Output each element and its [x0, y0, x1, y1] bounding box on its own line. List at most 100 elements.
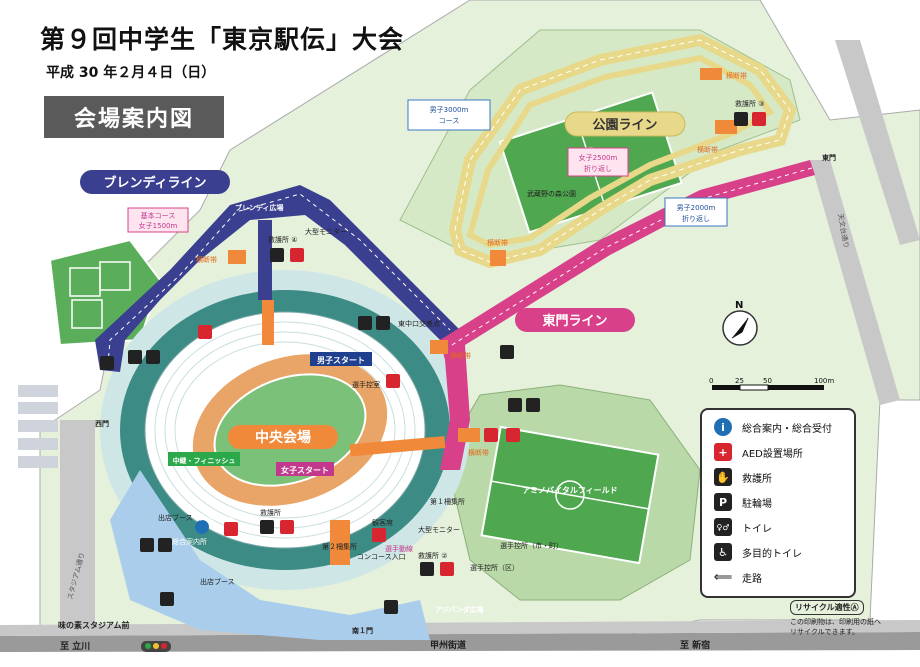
park-line-pill [564, 111, 686, 137]
ajinomoto-mae-label: 味の素スタジアム前 [58, 620, 129, 630]
first-aid-4-label: 救護所 ④ [268, 235, 298, 244]
boys-3000-label: 男子3000m [430, 106, 469, 114]
south-plaza [110, 470, 430, 640]
legend-row-route: ⟸ 走路 [714, 568, 762, 586]
west-gate-label: 西門 [95, 419, 109, 428]
basic-course-label: 基本コース [141, 211, 176, 220]
crossing-label-4: 横断帯 [487, 238, 508, 247]
team-area-2-label: 選手控所（区） [470, 563, 519, 572]
crossing-marks [228, 68, 737, 442]
sub-gate-1-label: 第１柵集所 [430, 497, 465, 506]
sub-gate-2-label: 第２柵集所 [322, 542, 357, 551]
accessible-toilet-icon: ♿ [714, 543, 732, 561]
to-shinjuku-label: 至 新宿 [680, 639, 710, 651]
legend-row-info: i 総合案内・総合受付 [714, 418, 832, 436]
koshu-road [0, 632, 920, 652]
koshu-kaido-label: 甲州街道 [430, 639, 466, 651]
venue-map-badge: 会場案内図 [44, 96, 224, 138]
boys-2000-label: 男子2000m [677, 204, 716, 212]
crossing-label-1: 横断帯 [196, 255, 217, 264]
central-venue-label: 中央会場 [255, 429, 311, 446]
relay-finish-label: 中継・フィニッシュ [173, 456, 236, 465]
recycle-mark: リサイクル適性Ⓐ この印刷物は、印刷用の紙へ リサイクルできます。 [790, 600, 885, 636]
route-icon: ⟸ [713, 568, 733, 586]
blendy-line-route [95, 185, 460, 372]
event-date: 平成 30 年２月４日（日） [46, 65, 216, 81]
legend-label: 走路 [742, 573, 762, 585]
page-title: 第９回中学生「東京駅伝」大会 [40, 25, 405, 54]
first-aid-icon: ✋ [714, 468, 732, 486]
crossing-label-3: 横断帯 [468, 448, 489, 457]
to-tachikawa-label: 至 立川 [60, 640, 90, 652]
legend-label: 救護所 [742, 473, 772, 485]
stadium-street [60, 420, 95, 625]
scale-label-100: 100m [814, 377, 834, 385]
blendy-line-label: ブレンディライン [103, 175, 206, 191]
park-line-label: 公園ライン [592, 117, 657, 133]
traffic-signal-icon [141, 641, 171, 652]
north-compass-icon [722, 310, 758, 346]
large-monitor-label-1: 大型モニター [305, 227, 347, 236]
amino-field-label: アミノバイタルフィールド [522, 485, 617, 495]
musashino-park-label: 武蔵野の森公園 [527, 189, 576, 198]
parking-icon: P [714, 493, 732, 511]
scale-label-25: 25 [735, 377, 744, 385]
north-label: N [735, 300, 743, 311]
legend-row-accessible: ♿ 多目的トイレ [714, 543, 802, 561]
recycle-badge: リサイクル適性Ⓐ [790, 600, 864, 615]
scale-label-0: 0 [709, 377, 713, 385]
scale-label-50: 50 [763, 377, 772, 385]
recycle-note: この印刷物は、印刷用の紙へ リサイクルできます。 [790, 618, 881, 636]
girls-2500-sub: 折り返し [584, 164, 612, 173]
boys-start-label: 男子スタート [317, 355, 365, 365]
legend-label: AED設置場所 [742, 448, 803, 460]
south-gate-label: 南１門 [352, 626, 373, 635]
print-booth-label-1: 出店ブース [158, 513, 193, 522]
legend-row-parking: P 駐輪場 [714, 493, 772, 511]
ajipanda-plaza-label: アジパンダ広場 [435, 605, 484, 614]
east-line-pill [515, 308, 635, 332]
crossing-label-2: 横断帯 [450, 351, 471, 360]
east-line-label: 東門ライン [542, 313, 607, 329]
scale-bar [712, 384, 824, 391]
crossing-label-5: 横断帯 [726, 71, 747, 80]
east-gate-label: 東門 [822, 153, 836, 162]
spectator-label: 観客席 [372, 518, 393, 527]
legend-label: トイレ [742, 523, 772, 535]
blendy-plaza-label: ブレンディ広場 [235, 203, 284, 212]
legend-row-toilet: ♀♂ トイレ [714, 518, 772, 536]
first-aid-label: 救護所 [260, 508, 281, 517]
aed-icon: + [714, 443, 732, 461]
first-aid-3-label: 救護所 ③ [735, 99, 765, 108]
legend-label: 駐輪場 [742, 498, 772, 510]
info-icon: i [714, 418, 732, 436]
tenmon-street [810, 160, 900, 405]
aed-area-label: 選手控室 [352, 380, 380, 389]
large-monitor-label-2: 大型モニター [200, 513, 242, 522]
west-buildings [18, 385, 58, 468]
amino-soccer-field [480, 425, 660, 565]
legend-label: 総合案内・総合受付 [742, 423, 832, 435]
large-monitor-label-3: 大型モニター [418, 525, 460, 534]
print-booth-label-2: 出店ブース [200, 577, 235, 586]
concourse-label: コンコース入口 [357, 553, 406, 561]
girls-2500-label: 女子2500m [579, 153, 618, 162]
boys-3000-sub: コース [439, 117, 460, 125]
east-road [835, 40, 920, 245]
blendy-line-pill [80, 170, 230, 194]
crossing-label-6: 横断帯 [697, 145, 718, 154]
basic-course-sub: 女子1500m [139, 221, 178, 230]
boys-2000-sub: 折り返し [682, 214, 710, 223]
first-aid-2-label: 救護所 ② [418, 551, 448, 560]
map-legend: i 総合案内・総合受付 + AED設置場所 ✋ 救護所 P 駐輪場 ♀♂ トイレ… [700, 408, 856, 598]
girls-start-label: 女子スタート [281, 465, 329, 475]
players-entry-label: 選手動線 [385, 544, 413, 553]
team-area-1-label: 選手控所（市・町） [500, 541, 563, 550]
legend-label: 多目的トイレ [742, 548, 802, 560]
info-center-label: 総合案内所 [172, 537, 207, 546]
central-venue-pill [228, 425, 338, 449]
legend-row-aed: + AED設置場所 [714, 443, 803, 461]
toilet-icon: ♀♂ [714, 518, 732, 536]
facility-icons [100, 112, 766, 614]
